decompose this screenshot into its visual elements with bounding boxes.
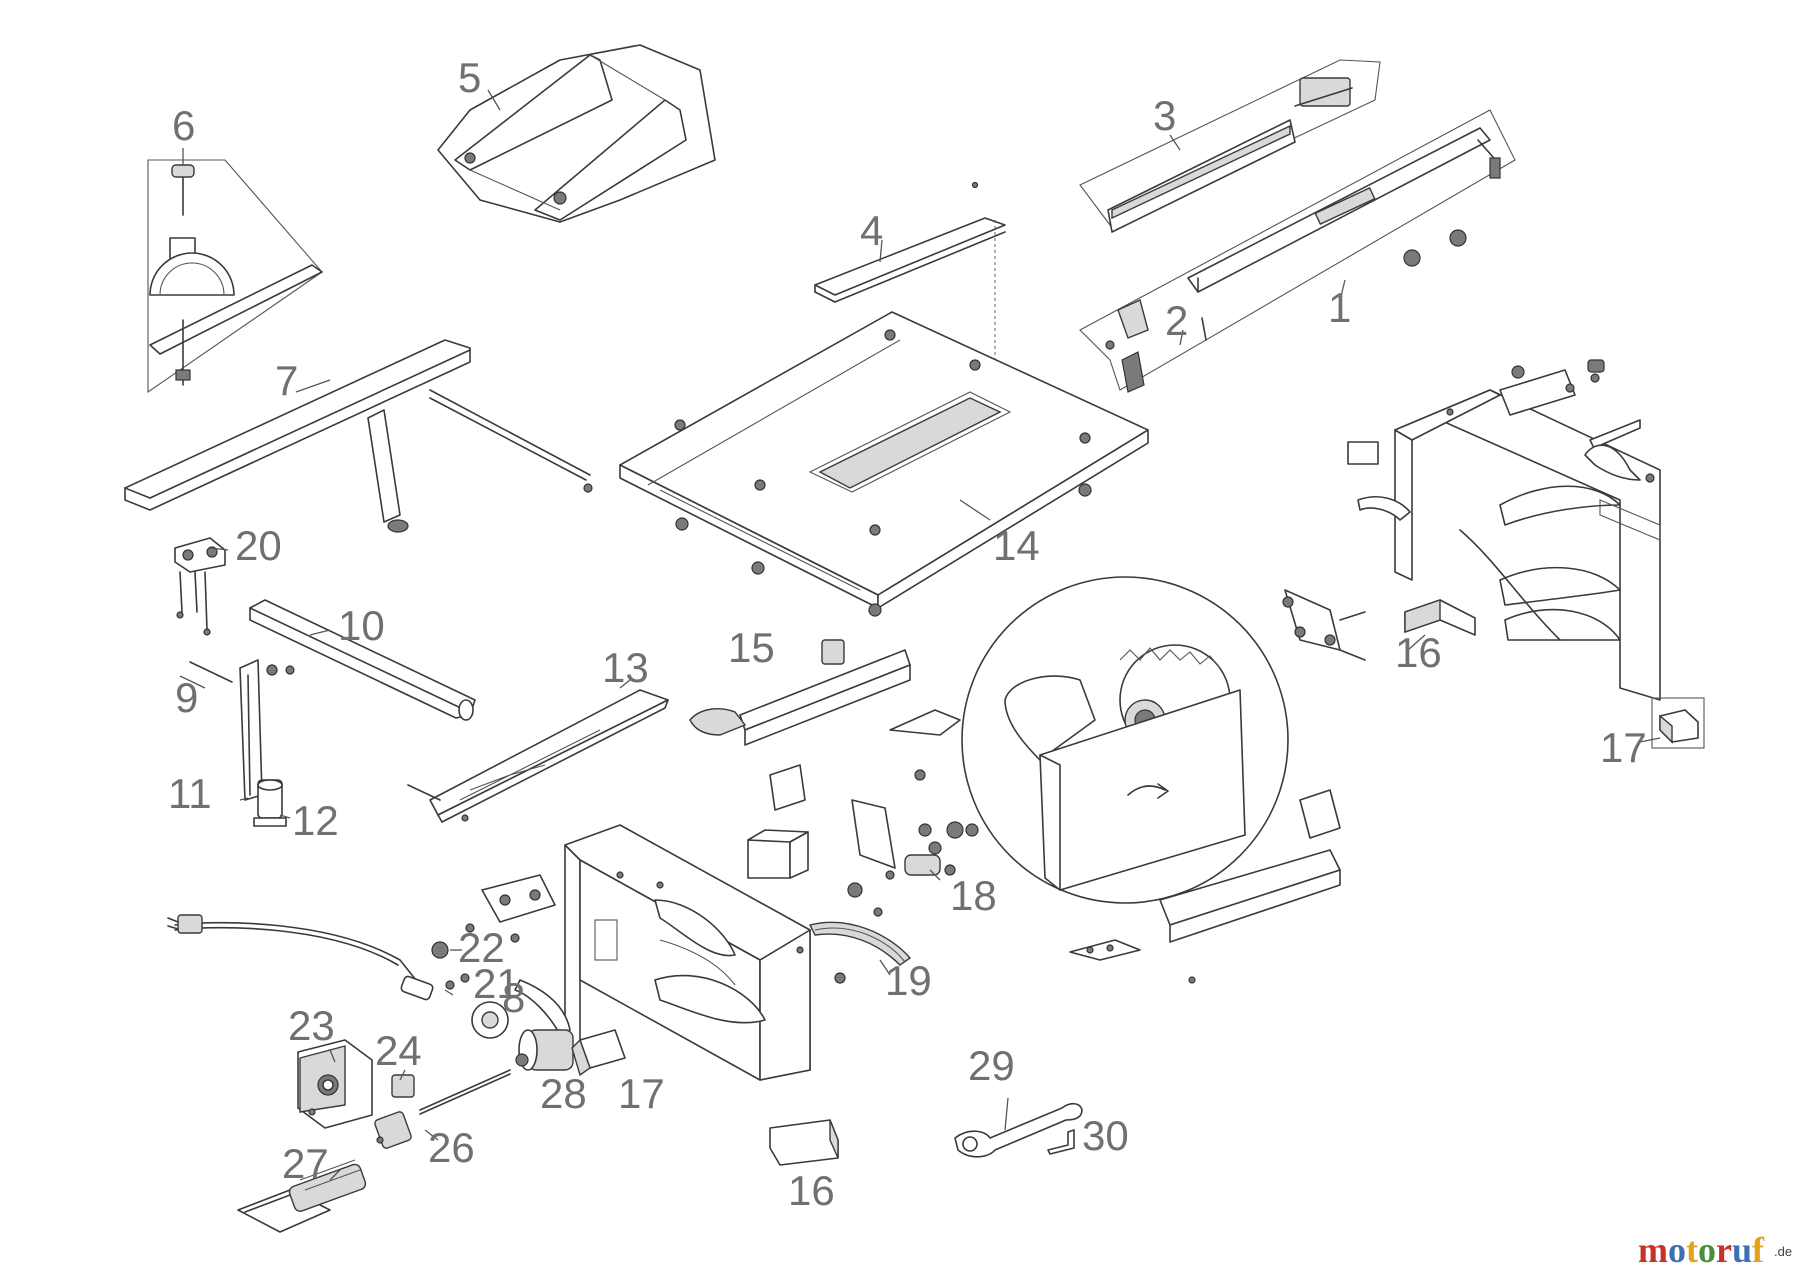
callout-29: 29 — [968, 1042, 1015, 1089]
blade-detail-inset — [961, 576, 1289, 904]
callout-14: 14 — [993, 522, 1040, 569]
callout-3: 3 — [1153, 92, 1176, 139]
part-20-leg-bracket — [174, 537, 226, 636]
callout-22: 22 — [458, 924, 505, 971]
part-3-rip-fence — [1079, 59, 1381, 233]
part-17-foot-cap-center — [571, 1029, 626, 1077]
rear-rail — [1069, 789, 1341, 984]
part-18-gear-assembly — [747, 769, 979, 917]
power-cord — [167, 914, 421, 986]
callout-12: 12 — [292, 797, 339, 844]
callout-13: 13 — [602, 644, 649, 691]
part-10-support-bar — [249, 599, 476, 721]
callout-18: 18 — [950, 872, 997, 919]
callout-19: 19 — [885, 957, 932, 1004]
link-plate — [1282, 589, 1366, 661]
callout-10: 10 — [338, 602, 385, 649]
callout-28: 28 — [540, 1070, 587, 1117]
part-21-cable-clamp — [400, 973, 470, 1001]
part-6-miter-gauge — [147, 159, 323, 394]
svg-text:motoruf: motoruf — [1638, 1230, 1765, 1270]
callout-5: 5 — [458, 54, 481, 101]
callout-4: 4 — [860, 207, 883, 254]
motoruf-logo: motoruf .de — [1638, 1230, 1792, 1270]
part-29-wrench — [954, 1102, 1083, 1158]
callout-16-right: 16 — [1395, 629, 1442, 676]
part-19-tilt-segment — [808, 921, 912, 966]
callout-2: 2 — [1165, 297, 1188, 344]
callout-6: 6 — [172, 102, 195, 149]
part-16-foot-cap-bottom — [769, 1119, 839, 1166]
callout-1: 1 — [1328, 284, 1351, 331]
callout-17-center: 17 — [618, 1070, 665, 1117]
callout-24: 24 — [375, 1027, 422, 1074]
part-16-foot-cap-right — [1404, 599, 1476, 636]
part-30-hex-key — [1047, 1129, 1075, 1155]
lower-frame — [564, 824, 846, 1081]
table-mount-screws — [674, 329, 1092, 617]
part-28-roller — [515, 1029, 574, 1071]
callout-20: 20 — [235, 522, 282, 569]
part-22-switch-bracket — [431, 874, 556, 959]
part-7-side-extension — [124, 339, 593, 533]
svg-text:.de: .de — [1774, 1244, 1792, 1259]
callout-8: 8 — [502, 974, 525, 1021]
part-17-foot-cap-right — [1651, 697, 1705, 749]
callout-26: 26 — [428, 1124, 475, 1171]
callout-27: 27 — [282, 1140, 329, 1187]
callout-23: 23 — [288, 1002, 335, 1049]
part-23-switch-box — [297, 1039, 373, 1129]
part-1-fence-rail — [1079, 109, 1516, 391]
leader-lines — [179, 89, 1661, 1181]
part-12-foot — [253, 779, 287, 827]
height-adjust-bracket — [1357, 359, 1655, 521]
callout-30: 30 — [1082, 1112, 1129, 1159]
part-14-table-top — [619, 311, 1149, 617]
callout-7: 7 — [275, 357, 298, 404]
callout-9: 9 — [175, 674, 198, 721]
callout-15: 15 — [728, 624, 775, 671]
part-24-switch-cover — [391, 1074, 415, 1098]
callout-17-right: 17 — [1600, 724, 1647, 771]
callout-labels: 1 2 3 4 5 6 7 8 9 10 11 12 13 14 15 16 1… — [168, 54, 1647, 1214]
part-26-27-handwheel-shaft — [237, 1069, 511, 1233]
part-13-brace — [407, 689, 669, 823]
part-5-blade-guard — [437, 44, 716, 223]
part-2-fence-lock — [1105, 299, 1207, 393]
callout-21: 21 — [473, 960, 520, 1007]
part-15-motor-mount-rail — [689, 639, 961, 811]
callout-16-bottom: 16 — [788, 1167, 835, 1214]
callout-11: 11 — [168, 770, 212, 817]
part-8-handwheel-knob — [471, 979, 571, 1039]
